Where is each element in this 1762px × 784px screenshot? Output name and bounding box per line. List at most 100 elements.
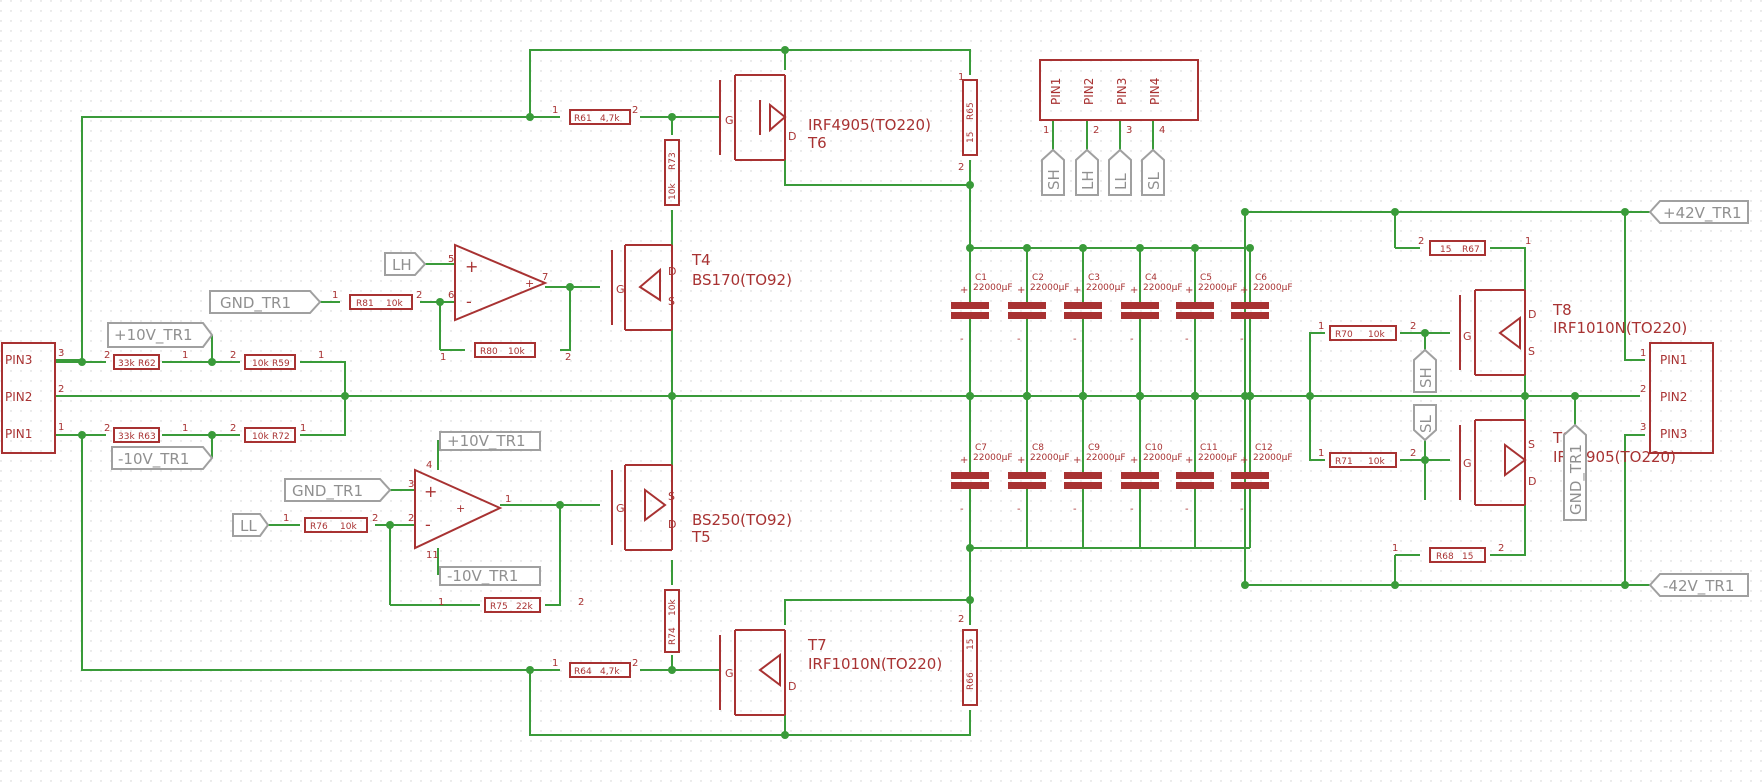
svg-text:+10V_TR1: +10V_TR1 (114, 326, 193, 345)
opamp-2: + - + 3 2 1 4 11 (408, 460, 511, 561)
net-label-gnd-2: GND_TR1 (284, 478, 392, 502)
svg-text:G: G (1463, 330, 1472, 343)
cap-name: C7 (975, 443, 987, 453)
svg-text:15: 15 (966, 639, 976, 650)
svg-text:GND_TR1: GND_TR1 (1567, 444, 1586, 515)
t7-type: IRF1010N(TO220) (808, 655, 942, 673)
svg-text:3: 3 (1126, 125, 1132, 136)
svg-text:2: 2 (565, 352, 571, 363)
net-label-lh-top: LH (1075, 148, 1099, 196)
svg-text:22k: 22k (516, 602, 533, 612)
net-label-sh-top: SH (1041, 148, 1065, 196)
t8-type: IRF1010N(TO220) (1553, 319, 1687, 337)
svg-text:-: - (1073, 504, 1077, 515)
net-label-m10-1: -10V_TR1 (111, 446, 214, 470)
svg-text:10k: 10k (1368, 330, 1385, 340)
svg-text:1: 1 (1392, 543, 1398, 554)
svg-text:2: 2 (578, 597, 584, 608)
resistor-r67: 15 R67 2 1 (1418, 236, 1531, 256)
resistor-r66: R66 15 2 (958, 614, 978, 706)
svg-text:2: 2 (230, 350, 236, 361)
svg-text:2: 2 (1418, 236, 1424, 247)
connector-right: PIN1 PIN2 PIN3 1 2 3 (1640, 342, 1714, 454)
svg-text:-: - (1130, 334, 1134, 345)
svg-text:10k: 10k (252, 359, 269, 369)
resistor-r81: R81 10k 1 2 (332, 290, 422, 310)
svg-text:+42V_TR1: +42V_TR1 (1663, 204, 1742, 223)
svg-text:4,7k: 4,7k (600, 114, 620, 124)
svg-text:SH: SH (1417, 367, 1435, 388)
transistor-t5: G S D BS250(TO92) T5 (611, 464, 792, 551)
svg-text:D: D (1528, 475, 1536, 488)
svg-text:15: 15 (1462, 552, 1473, 562)
svg-text:D: D (668, 265, 676, 278)
svg-text:R76: R76 (310, 522, 328, 532)
svg-text:1: 1 (958, 72, 964, 83)
net-label-gnd-1: GND_TR1 (209, 290, 322, 314)
svg-text:-: - (1240, 504, 1244, 515)
t8-name: T8 (1552, 301, 1572, 319)
svg-text:R59: R59 (272, 359, 290, 369)
cap-value: 22000µF (1143, 453, 1183, 463)
svg-text:6: 6 (448, 290, 454, 301)
svg-text:15: 15 (1440, 245, 1451, 255)
resistor-r72: 10k R72 2 1 (230, 423, 306, 443)
svg-text:LH: LH (392, 256, 412, 274)
svg-text:R63: R63 (138, 432, 156, 442)
cap-value: 22000µF (1030, 453, 1070, 463)
resistor-r68: R68 15 1 2 (1392, 543, 1504, 563)
cap-value: 22000µF (1143, 283, 1183, 293)
svg-text:D: D (788, 130, 796, 143)
svg-text:D: D (1528, 308, 1536, 321)
cap-name: C5 (1200, 273, 1212, 283)
svg-text:R71: R71 (1335, 457, 1353, 467)
svg-text:+: + (960, 455, 968, 466)
svg-text:PIN4: PIN4 (1148, 78, 1162, 105)
svg-text:10k: 10k (668, 183, 678, 200)
svg-text:S: S (1528, 438, 1535, 451)
svg-text:+: + (1017, 285, 1025, 296)
svg-text:-: - (1017, 504, 1021, 515)
svg-text:D: D (788, 680, 796, 693)
svg-text:PIN1: PIN1 (1049, 78, 1063, 105)
svg-text:-: - (1073, 334, 1077, 345)
t7-name: T7 (807, 636, 827, 654)
svg-text:G: G (725, 667, 734, 680)
svg-text:R66: R66 (966, 672, 976, 690)
svg-text:10k: 10k (1368, 457, 1385, 467)
capacitor-junctions (966, 244, 1254, 400)
svg-text:-10V_TR1: -10V_TR1 (447, 567, 518, 586)
svg-text:LL: LL (240, 517, 257, 535)
svg-text:1: 1 (300, 423, 306, 434)
svg-text:+: + (456, 502, 465, 515)
svg-text:1: 1 (318, 350, 324, 361)
resistor-r73: R73 10k (664, 139, 680, 206)
t6-name: T6 (807, 134, 827, 152)
transistor-t6: G D IRF4905(TO220) T6 (719, 74, 931, 161)
cap-name: C4 (1145, 273, 1157, 283)
cap-name: C12 (1255, 443, 1273, 453)
svg-text:3: 3 (58, 348, 64, 359)
svg-text:4,7k: 4,7k (600, 667, 620, 677)
svg-text:1: 1 (552, 105, 558, 116)
svg-text:1: 1 (58, 422, 64, 433)
t6-type: IRF4905(TO220) (808, 116, 931, 134)
cap-name: C3 (1088, 273, 1100, 283)
svg-text:1: 1 (1318, 321, 1324, 332)
right-pin2-label: PIN2 (1660, 390, 1687, 404)
cap-name: C10 (1145, 443, 1163, 453)
svg-text:R61: R61 (574, 114, 592, 124)
cap-value: 22000µF (1198, 283, 1238, 293)
t5-name: T5 (691, 528, 711, 546)
svg-text:R72: R72 (272, 432, 290, 442)
svg-text:2: 2 (632, 658, 638, 669)
net-label-m42: -42V_TR1 (1648, 573, 1749, 597)
net-label-p10-1: +10V_TR1 (107, 322, 214, 348)
svg-text:SL: SL (1417, 414, 1435, 433)
net-label-ll: LL (232, 513, 270, 537)
svg-text:R70: R70 (1335, 330, 1353, 340)
svg-text:-: - (1240, 334, 1244, 345)
cap-name: C11 (1200, 443, 1218, 453)
svg-text:2: 2 (1410, 448, 1416, 459)
